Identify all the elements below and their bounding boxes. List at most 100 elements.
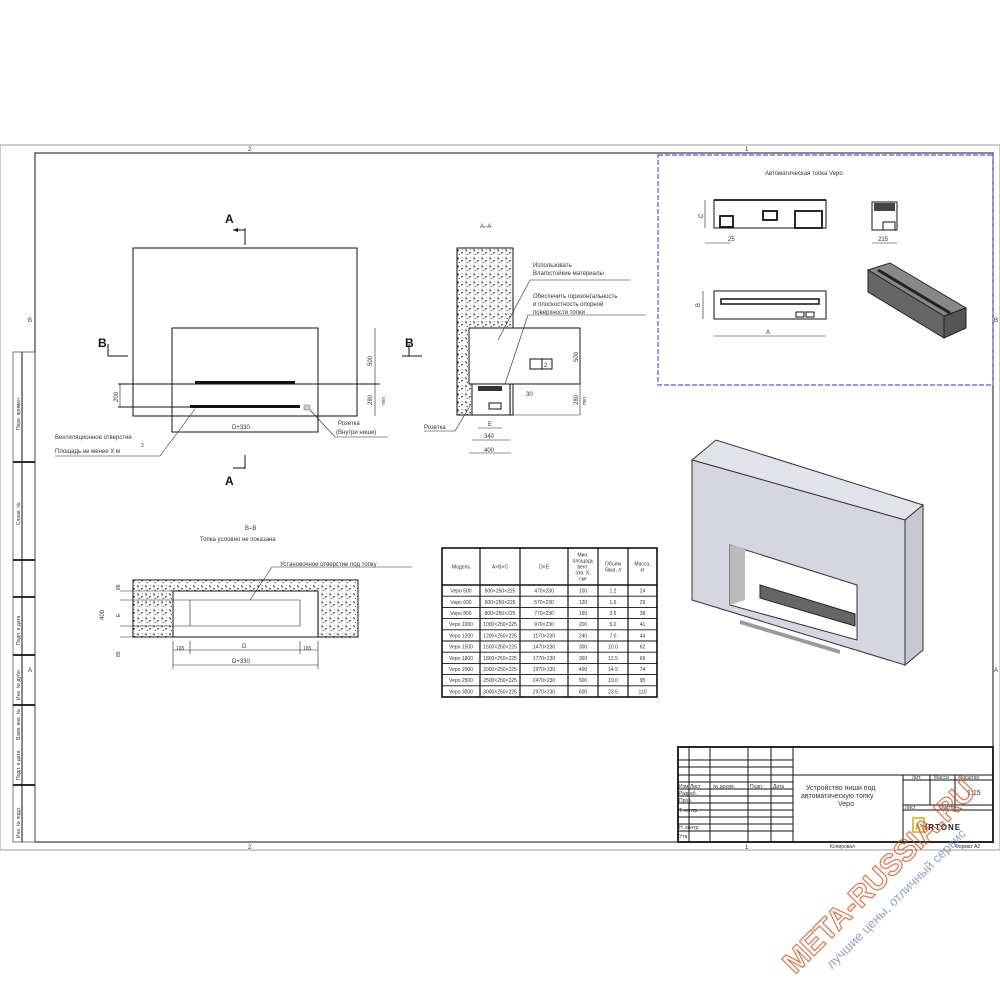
lit-label: Лит. — [912, 775, 921, 781]
dim-c: C — [699, 213, 705, 218]
table-cell: 160 — [579, 611, 588, 617]
dim-500: 500 — [574, 351, 580, 362]
niche-3d-render — [690, 439, 925, 667]
dim-280: 280 — [574, 394, 580, 405]
cut-label-a: A — [225, 474, 234, 488]
table-cell: 770×230 — [534, 611, 554, 617]
table-cell: Vepo 1200 — [449, 633, 473, 639]
sheets-label: Листов — [940, 805, 957, 811]
title-block: Изм. Лист № докум. Подп. Дата Разраб. Пр… — [677, 746, 994, 850]
stamp-label: Инв. № дубл. — [16, 669, 22, 700]
col-header: Подп. — [750, 784, 763, 790]
table-cell: 360 — [579, 656, 588, 662]
table-cell: 1200×250×225 — [483, 633, 517, 639]
section-subtitle: Топка условно не показана — [200, 537, 276, 543]
table-cell: 62 — [640, 645, 646, 651]
table-cell: 400 — [579, 667, 588, 673]
table-cell: 1770×230 — [533, 656, 556, 662]
table-cell: 74 — [640, 667, 646, 673]
table-header: Масса,кг — [634, 562, 650, 574]
table-cell: 500 — [579, 678, 588, 684]
section-title: B–B — [245, 526, 256, 532]
zone-label: B — [28, 318, 32, 324]
dim-min: min — [381, 397, 387, 405]
firebox-title: Автоматическая топка Vepo — [765, 171, 843, 177]
zone-label: A — [28, 668, 32, 674]
note: и плоскостность опорной — [533, 301, 603, 308]
note: поверхности топки — [533, 310, 585, 316]
col-header: Дата — [773, 784, 784, 790]
dim-e: E — [488, 422, 492, 428]
format-label: Формат A2 — [955, 844, 980, 850]
copied-label: Копировал — [830, 844, 855, 850]
table-cell: 570×230 — [534, 600, 554, 606]
cut-label-a: A — [225, 212, 234, 226]
table-cell: 5.0 — [610, 622, 617, 628]
table-cell: 1470×230 — [533, 645, 556, 651]
stamp-label: Справ. № — [16, 502, 22, 525]
table-cell: 1970×230 — [533, 667, 556, 673]
vent-label: Вентиляционное отверстие — [55, 435, 132, 441]
table-cell: 38 — [640, 611, 646, 617]
zone-label: 1 — [745, 147, 749, 153]
table-cell: 120 — [579, 600, 588, 606]
logo-letter: A — [915, 823, 921, 832]
scale-value: 1:15 — [967, 790, 981, 797]
scale-label: Масштаб — [958, 775, 980, 781]
socket-label: Розетка — [424, 425, 446, 431]
note: Использовать — [533, 263, 572, 269]
table-cell: 240 — [579, 633, 588, 639]
table-cell: 7.0 — [610, 633, 617, 639]
front-view: A A B B 500 280 min 200 D+330 Вентиляцио… — [55, 212, 422, 488]
table-cell: 500×250×225 — [485, 589, 516, 595]
socket-icon — [303, 404, 311, 411]
zone-label: 2 — [248, 147, 252, 153]
socket-label: Розетка — [338, 421, 360, 427]
table-header: D×E — [539, 565, 550, 571]
dim-a: A — [766, 330, 770, 336]
table-cell: 600×250×225 — [485, 600, 516, 606]
table-cell: 24 — [640, 589, 646, 595]
dim-d: D — [242, 644, 247, 650]
table-cell: 1000×250×225 — [483, 622, 517, 628]
dim-215: 215 — [878, 237, 889, 243]
zone-label: B — [994, 318, 998, 324]
drawing-title: Vepo — [838, 801, 854, 808]
logo-text: IRTONE — [925, 823, 961, 832]
dim-85: 85 — [116, 584, 122, 590]
table-cell: 44 — [640, 633, 646, 639]
table-header: A×B×C — [492, 565, 509, 571]
table-cell: 69 — [640, 656, 646, 662]
note: Обеспечить горизонтальность — [533, 294, 617, 300]
table-cell: 1.2 — [610, 589, 617, 595]
stamp-label: Перв. примен. — [16, 397, 22, 430]
vent-slot — [190, 405, 300, 408]
table-cell: Vepo 1500 — [449, 645, 473, 651]
table-cell: 800×250×225 — [485, 611, 516, 617]
table-cell: 100 — [579, 589, 588, 595]
row-label: Н. контр. — [679, 825, 700, 831]
table-cell: Vepo 2500 — [449, 678, 473, 684]
table-cell: 2470×230 — [533, 678, 556, 684]
col-header: № докум. — [713, 784, 735, 790]
dim-d330: D+330 — [232, 425, 251, 431]
table-cell: 970×230 — [534, 622, 554, 628]
table-cell: 200 — [579, 622, 588, 628]
table-cell: 3000×250×225 — [483, 689, 517, 695]
row-label: Пров. — [679, 798, 692, 804]
table-cell: Vepo 1800 — [449, 656, 473, 662]
dim-e: E — [116, 613, 122, 617]
cut-label-b: B — [98, 336, 107, 350]
vent-label: Площадь не менее X м — [55, 449, 120, 455]
zone-label: A — [994, 668, 998, 674]
section-a-a: A–A 2 Использовать Влагостойкие материал… — [424, 224, 646, 454]
table-cell: 19.0 — [608, 678, 618, 684]
table-cell: 23.5 — [608, 689, 618, 695]
firebox-views: Автоматическая топка Vepo C 25 215 B A — [657, 154, 994, 386]
dim-165: 165 — [176, 646, 185, 652]
table-cell: 1500×250×225 — [483, 645, 517, 651]
cut-label-b: B — [405, 336, 414, 350]
